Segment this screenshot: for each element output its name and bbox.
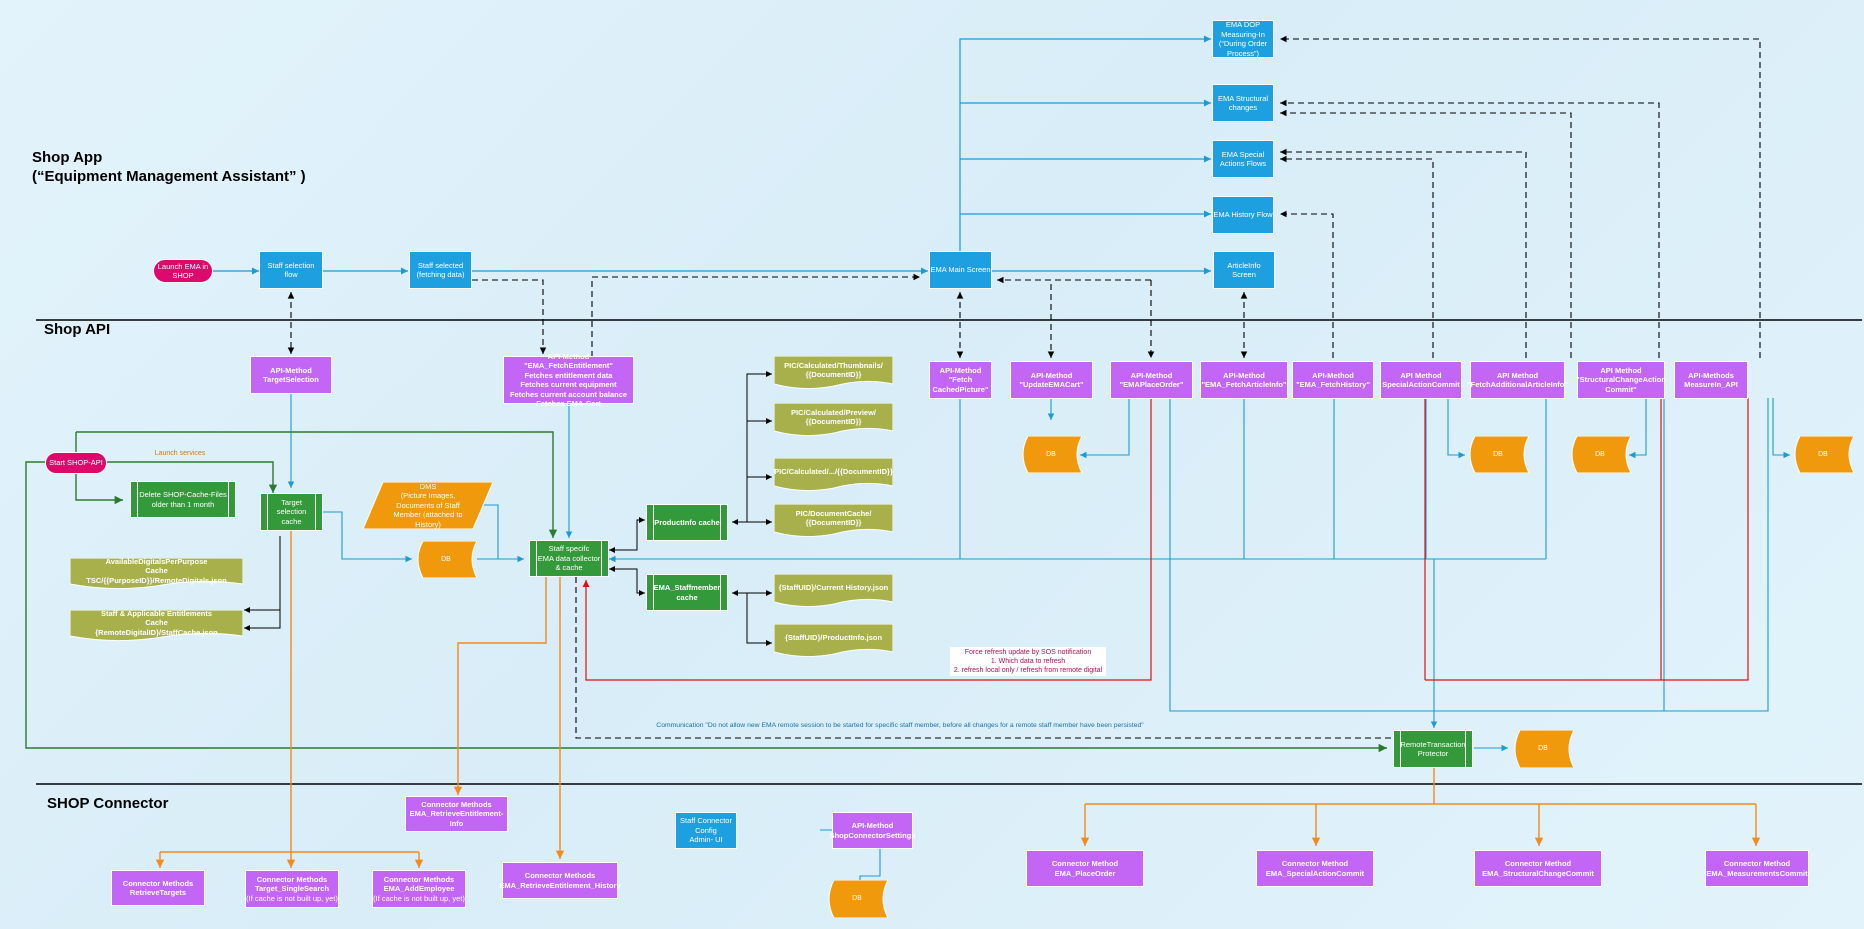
staffmember-cache[interactable]: EMA_Staffmember cache [646, 574, 728, 611]
lane-title-shop-app: Shop App (“Equipment Management Assistan… [32, 149, 306, 185]
ema-history-flow-node[interactable]: EMA History Flow [1212, 196, 1274, 234]
current-history-doc: {StaffUID}/Current History.json [774, 574, 893, 608]
api-fetch-history[interactable]: API-Method "EMA_FetchHistory" [1292, 361, 1374, 399]
pic-calculated-doc: PIC/Calculated/.../{{DocumentID}} [774, 458, 893, 492]
launch-services-label: Launch services [154, 450, 206, 457]
api-fetch-additional-articleinfo[interactable]: API Method "FetchAdditionalArticleInfo" [1467, 361, 1568, 399]
api-target-selection[interactable]: API-Method TargetSelection [250, 356, 332, 394]
articleinfo-screen-node[interactable]: ArticleInfo Screen [1213, 251, 1275, 289]
api-fetch-entitlement[interactable]: API-Method "EMA_FetchEntitlement" Fetche… [503, 352, 634, 408]
db-measurein: DB [1792, 436, 1854, 473]
staff-selection-flow-node[interactable]: Staff selection flow [259, 251, 323, 289]
ema-dop-measuring-node[interactable]: EMA DOP Measuring-In (“During Order Proc… [1212, 20, 1274, 58]
productinfo-cache[interactable]: ProductInfo cache [646, 504, 728, 541]
db-structural-change: DB [1569, 436, 1631, 473]
document-shape [774, 504, 893, 538]
db-special-action: DB [1467, 436, 1529, 473]
staff-entitlements-cache-doc: Staff & Applicable Entitlements Cache {R… [70, 609, 243, 642]
start-shop-api-terminator[interactable]: Start SHOP-API [45, 452, 107, 474]
document-shape [774, 458, 893, 492]
database-shape [1022, 436, 1082, 473]
document-shape [774, 624, 893, 658]
api-update-ema-cart[interactable]: API-Method "UpdateEMACart" [1010, 361, 1093, 399]
database-shape [1794, 436, 1854, 473]
connector-target-single-search[interactable]: Connector Methods Target_SingleSearch (I… [245, 870, 339, 908]
ema-structural-changes-node[interactable]: EMA Structural changes [1212, 84, 1274, 122]
ema-data-collector-cache[interactable]: Staff specifc EMA data collector & cache [529, 540, 609, 577]
db-remote-protector: DB [1512, 730, 1574, 768]
connector-structural-change-commit[interactable]: Connector Method EMA_StructuralChangeCom… [1474, 850, 1602, 887]
connector-retrieve-entitlement-info[interactable]: Connector Methods EMA_RetrieveEntitlemen… [405, 796, 508, 832]
staff-selected-node[interactable]: Staff selected (fetching data) [409, 251, 472, 289]
db-update-cart: DB [1020, 436, 1082, 473]
connector-measurements-commit[interactable]: Connector Method EMA_MeasurementsCommit [1705, 850, 1809, 887]
connector-place-order[interactable]: Connector Method EMA_PlaceOrder [1026, 850, 1144, 887]
force-refresh-note: Force refresh update by SOS notification… [950, 647, 1106, 676]
staff-connector-config-node[interactable]: Staff Connector Config Admin- UI [675, 812, 737, 849]
communication-note: Communication "Do not allow new EMA remo… [656, 722, 1144, 729]
api-special-action-commit[interactable]: API Method SpecialActionCommit [1380, 361, 1462, 399]
api-fetch-cached-picture[interactable]: API-Method "Fetch CachedPicture" [929, 361, 992, 399]
connector-retrieve-targets[interactable]: Connector Methods RetrieveTargets [111, 870, 205, 906]
api-shop-connector-settings[interactable]: API-Method ShopConnectorSettings [830, 812, 915, 849]
database-shape [1469, 436, 1529, 473]
document-shape [774, 356, 893, 390]
available-digitals-cache-doc: AvailableDigitalsPerPurpose Cache TSC/{{… [70, 557, 243, 590]
dms-data-input: DMS (Picture Images, Documents of Staff … [363, 482, 493, 529]
database-shape [1514, 730, 1574, 768]
database-shape [828, 880, 888, 918]
api-ema-place-order[interactable]: API-Method "EMAPlaceOrder" [1110, 361, 1193, 399]
api-fetch-articleinfo[interactable]: API-Method "EMA_FetchArticleInfo" [1200, 361, 1288, 399]
pic-preview-doc: PIC/Calculated/Preview/ {{DocumentID}} [774, 403, 893, 437]
ema-main-screen-node[interactable]: EMA Main Screen [929, 251, 992, 289]
lane-title-shop-api: Shop API [44, 321, 111, 338]
document-shape [70, 558, 243, 590]
parallelogram-shape [363, 482, 493, 529]
document-shape [774, 574, 893, 608]
db-storage: DB [415, 541, 477, 578]
pic-documentcache-doc: PIC/DocumentCache/ {{DocumentID}} [774, 504, 893, 538]
connector-retrieve-entitlement-history[interactable]: Connector Methods EMA_RetrieveEntitlemen… [499, 862, 621, 899]
document-shape [70, 610, 243, 642]
api-structural-change-commit[interactable]: API Method "StructuralChangeAction Commi… [1576, 361, 1666, 399]
connector-special-action-commit[interactable]: Connector Method EMA_SpecialActionCommit [1256, 850, 1374, 887]
launch-ema-terminator[interactable]: Launch EMA in SHOP [153, 259, 213, 283]
delete-cache-process[interactable]: Delete SHOP-Cache-Files older than 1 mon… [130, 481, 236, 518]
lane-title-shop-connector: SHOP Connector [47, 795, 169, 812]
api-measurein[interactable]: API-Methods MeasureIn_API [1674, 361, 1748, 399]
target-selection-cache[interactable]: Target selection cache [260, 493, 323, 531]
productinfo-json-doc: {StaffUID}/ProductInfo.json [774, 624, 893, 658]
document-shape [774, 403, 893, 437]
pic-thumbnails-doc: PIC/Calculated/Thumbnails/ {{DocumentID}… [774, 356, 893, 390]
remote-transaction-protector[interactable]: RemoteTransaction Protector [1393, 730, 1473, 768]
database-shape [417, 541, 477, 578]
db-connector-settings: DB [826, 880, 888, 918]
connector-add-employee[interactable]: Connector Methods EMA_AddEmployee (If ca… [372, 870, 466, 908]
database-shape [1571, 436, 1631, 473]
ema-special-actions-node[interactable]: EMA Special Actions Flows [1212, 140, 1274, 178]
